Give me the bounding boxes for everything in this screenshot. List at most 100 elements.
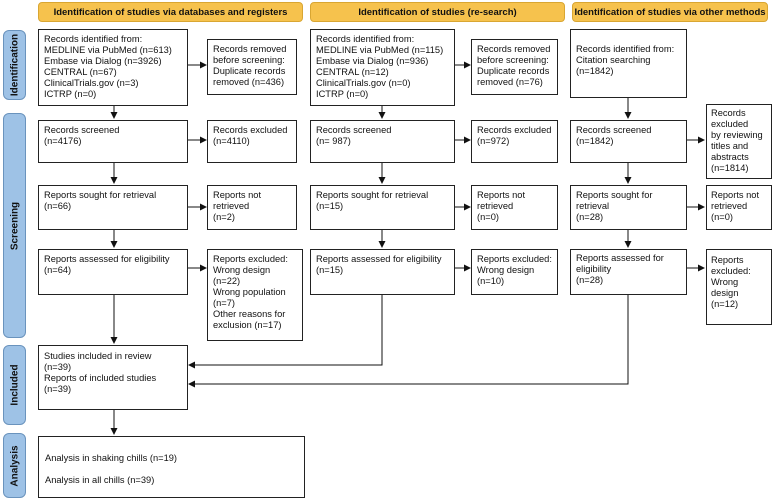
db-records-excluded: Records excluded (n=4110) <box>207 120 297 163</box>
text-line: (n=12) <box>711 299 739 309</box>
text-line: retrieved <box>213 201 250 211</box>
text-line: Analysis in shaking chills (n=19) <box>45 453 178 463</box>
text-line: Embase via Dialog (n=936) <box>316 56 429 66</box>
rs-records-identified: Records identified from: MEDLINE via Pub… <box>310 29 455 106</box>
text-line: Wrong design <box>477 265 535 275</box>
text-line: MEDLINE via PubMed (n=115) <box>316 45 444 55</box>
text-line: ICTRP (n=0) <box>44 89 97 99</box>
stage-identification: Identification <box>3 30 26 100</box>
text-line: Wrong <box>711 277 739 287</box>
text-line: excluded: <box>711 266 751 276</box>
text-line: Reports sought for retrieval <box>44 190 157 200</box>
text-line: (n=39) <box>44 384 72 394</box>
text-line: Records identified from: <box>44 34 143 44</box>
text-line: (n= 987) <box>316 136 351 146</box>
text-line: by reviewing <box>711 130 763 140</box>
text-line: Embase via Dialog (n=3926) <box>44 56 162 66</box>
text-line: retrieval <box>576 201 610 211</box>
rs-records-excluded: Records excluded (n=972) <box>471 120 558 163</box>
rs-records-screened: Records screened (n= 987) <box>310 120 455 163</box>
text-line: ClinicalTrials.gov (n=0) <box>316 78 411 88</box>
text-line: Reports not <box>213 190 262 200</box>
text-line: (n=4176) <box>44 136 82 146</box>
text-line: Analysis in all chills (n=39) <box>45 475 155 485</box>
db-reports-assessed: Reports assessed for eligibility (n=64) <box>38 249 188 295</box>
stage-included: Included <box>3 345 26 425</box>
text-line: Records removed <box>477 44 551 54</box>
text-line: (n=10) <box>477 276 505 286</box>
om-reports-assessed: Reports assessed for eligibility (n=28) <box>570 249 687 295</box>
db-records-identified: Records identified from: MEDLINE via Pub… <box>38 29 188 106</box>
om-records-identified: Records identified from: Citation search… <box>570 29 687 98</box>
text-line: removed (n=436) <box>213 77 285 87</box>
rs-records-removed: Records removed before screening: Duplic… <box>471 39 558 95</box>
text-line: (n=28) <box>576 212 604 222</box>
om-reports-not-retrieved: Reports not retrieved (n=0) <box>706 185 772 230</box>
text-line: Records screened <box>316 125 392 135</box>
stage-screening: Screening <box>3 113 26 338</box>
db-reports-excluded: Reports excluded: Wrong design (n=22) Wr… <box>207 249 303 341</box>
text-line: (n=15) <box>316 265 344 275</box>
text-line: excluded <box>711 119 749 129</box>
text-line: Reports sought for retrieval <box>316 190 429 200</box>
text-line: Records identified from: <box>576 44 675 54</box>
text-line: before screening: <box>213 55 285 65</box>
text-line: Studies included in review <box>44 351 152 361</box>
text-line: (n=22) <box>213 276 241 286</box>
text-line: (n=1842) <box>576 136 614 146</box>
rs-reports-excluded: Reports excluded: Wrong design (n=10) <box>471 249 558 295</box>
text-line: (n=15) <box>316 201 344 211</box>
om-records-screened: Records screened (n=1842) <box>570 120 687 163</box>
db-reports-not-retrieved: Reports not retrieved (n=2) <box>207 185 297 230</box>
text-line: abstracts <box>711 152 749 162</box>
text-line: MEDLINE via PubMed (n=613) <box>44 45 172 55</box>
om-reports-excluded: Reports excluded: Wrong design (n=12) <box>706 249 772 325</box>
text-line: exclusion (n=17) <box>213 320 282 330</box>
text-line: retrieved <box>711 201 748 211</box>
text-line: before screening: <box>477 55 549 65</box>
text-line: Reports of included studies <box>44 373 157 383</box>
analysis-box: Analysis in shaking chills (n=19) Analys… <box>38 436 305 498</box>
text-line: Reports assessed for eligibility <box>44 254 170 264</box>
text-line: eligibility <box>576 264 612 274</box>
text-line: (n=64) <box>44 265 72 275</box>
text-line: (n=4110) <box>213 136 250 146</box>
om-reports-sought: Reports sought for retrieval (n=28) <box>570 185 687 230</box>
text-line: Reports not <box>477 190 526 200</box>
text-line: (n=2) <box>213 212 235 222</box>
included-studies: Studies included in review (n=39) Report… <box>38 345 188 410</box>
text-line: Reports excluded: <box>213 254 288 264</box>
db-records-removed: Records removed before screening: Duplic… <box>207 39 297 95</box>
text-line: removed (n=76) <box>477 77 543 87</box>
text-line: Duplicate records <box>213 66 286 76</box>
text-line: Wrong design <box>213 265 271 275</box>
text-line: ClinicalTrials.gov (n=3) <box>44 78 139 88</box>
text-line: Records identified from: <box>316 34 415 44</box>
db-records-screened: Records screened (n=4176) <box>38 120 188 163</box>
text-line: Records <box>711 108 746 118</box>
text-line: (n=972) <box>477 136 510 146</box>
text-line: (n=28) <box>576 275 604 285</box>
text-line: Other reasons for <box>213 309 286 319</box>
header-other-methods: Identification of studies via other meth… <box>572 2 768 22</box>
text-line <box>45 464 298 475</box>
text-line: Records screened <box>576 125 652 135</box>
text-line: (n=66) <box>44 201 72 211</box>
text-line: CENTRAL (n=12) <box>316 67 389 77</box>
text-line: Records excluded <box>213 125 288 135</box>
header-research: Identification of studies (re-search) <box>310 2 565 22</box>
text-line: retrieved <box>477 201 514 211</box>
text-line: Duplicate records <box>477 66 550 76</box>
db-reports-sought: Reports sought for retrieval (n=66) <box>38 185 188 230</box>
text-line: Reports excluded: <box>477 254 552 264</box>
text-line: Records screened <box>44 125 120 135</box>
text-line: Wrong population <box>213 287 286 297</box>
rs-reports-sought: Reports sought for retrieval (n=15) <box>310 185 455 230</box>
header-databases: Identification of studies via databases … <box>38 2 303 22</box>
om-records-excluded: Records excluded by reviewing titles and… <box>706 104 772 179</box>
text-line: Records removed <box>213 44 287 54</box>
text-line: Citation searching <box>576 55 651 65</box>
text-line: (n=0) <box>477 212 499 222</box>
text-line: Reports assessed for eligibility <box>316 254 442 264</box>
